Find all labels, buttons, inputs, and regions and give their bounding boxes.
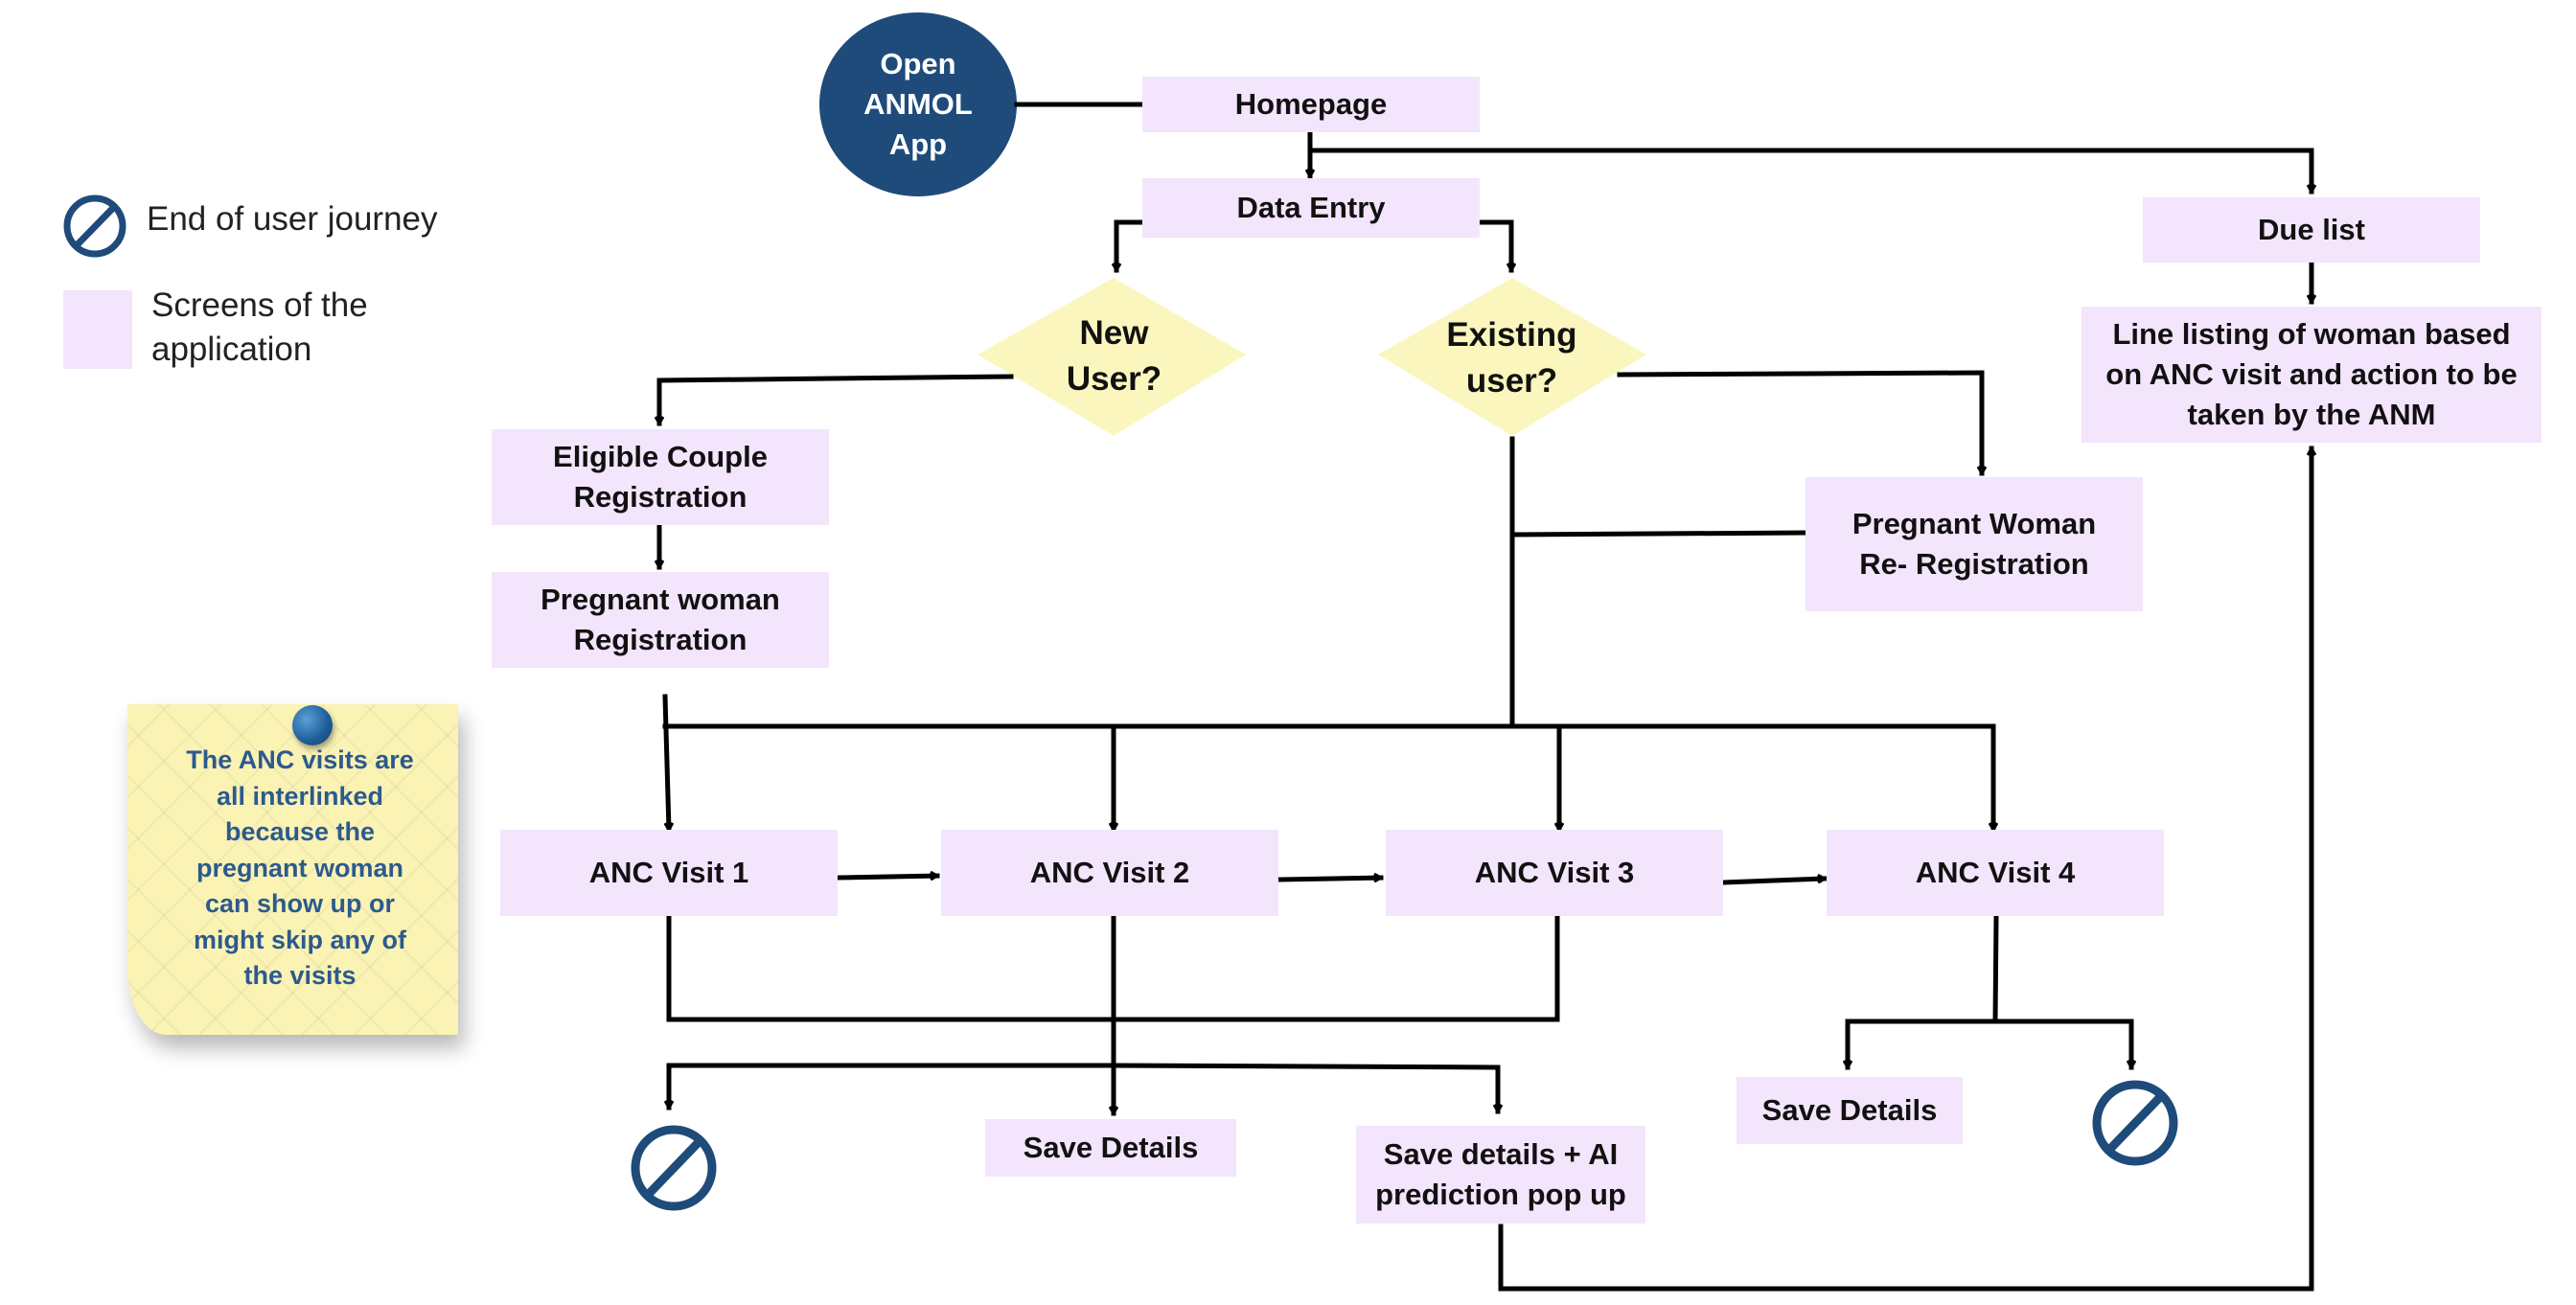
connector-split-ai: [1111, 1063, 1498, 1114]
save-ai-prediction-box: Save details + AI prediction pop up: [1356, 1126, 1645, 1224]
legend-screens-label: Screens of the application: [151, 286, 368, 368]
connector-anc1-anc2: [836, 876, 940, 878]
save-details-box-2: Save Details: [1736, 1077, 1963, 1144]
end-icon-right: [2092, 1080, 2178, 1166]
connector-anc3-anc4: [1720, 879, 1828, 885]
legend-end-label: End of user journey: [147, 200, 438, 238]
connector-pwreg-anc1: [662, 694, 669, 833]
due-list-box: Due list: [2143, 197, 2480, 263]
data-entry-box: Data Entry: [1142, 178, 1480, 238]
connector-split-end: [669, 1063, 1116, 1110]
connector-dataentry-newuser: [1116, 219, 1145, 273]
connector-anc2-anc3: [1277, 878, 1384, 880]
pushpin-icon: [292, 705, 333, 745]
line-listing-box: Line listing of woman based on ANC visit…: [2082, 307, 2542, 443]
new-user-label: New User?: [1066, 314, 1162, 398]
anc-visit-4-box: ANC Visit 4: [1827, 830, 2164, 916]
sticky-note: [127, 704, 458, 1035]
anc-visit-3-box: ANC Visit 3: [1386, 830, 1723, 916]
connector-ai-linelisting: [1498, 446, 2312, 1292]
connector-dataentry-existinguser: [1478, 219, 1511, 273]
end-icon-legend: [63, 195, 126, 258]
connector-anc4-savedetails: [1848, 1019, 1998, 1070]
eligible-couple-box: Eligible Couple Registration: [492, 429, 829, 525]
sticky-note-text: The ANC visits are all interlinked becau…: [186, 745, 414, 990]
save-details-box-1: Save Details: [985, 1119, 1236, 1177]
connector-homepage-duelist: [1307, 148, 2312, 195]
connector-anc4-end: [1992, 1019, 2131, 1070]
pregnant-woman-registration-box: Pregnant woman Registration: [492, 572, 829, 668]
new-user-diamond: [978, 278, 1246, 436]
existing-user-label: Existing user?: [1446, 316, 1577, 400]
end-icon-left: [631, 1125, 717, 1211]
connector-newuser-eligible: [659, 374, 1014, 426]
anc-visit-2-box: ANC Visit 2: [941, 830, 1278, 916]
anc-visit-1-box: ANC Visit 1: [500, 830, 838, 916]
start-node-label: Open ANMOL App: [863, 47, 973, 161]
connector-existing-rereg: [1617, 370, 1982, 476]
homepage-box: Homepage: [1142, 77, 1480, 132]
start-node-circle: [819, 12, 1017, 196]
pregnant-woman-reregistration-box: Pregnant Woman Re- Registration: [1806, 477, 2143, 611]
connector-anc4-down: [1992, 915, 1999, 1024]
connector-rereg-trunk: [1509, 530, 1808, 538]
existing-user-diamond: [1378, 278, 1646, 436]
legend-screen-swatch: [63, 290, 132, 369]
